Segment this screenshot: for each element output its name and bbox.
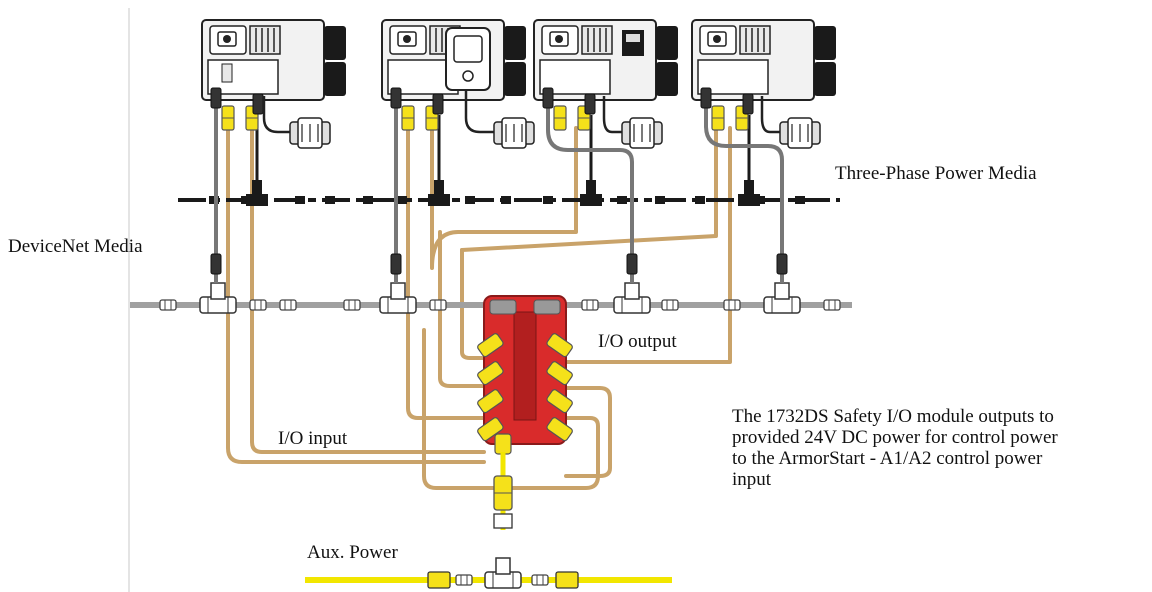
motor-2-cable xyxy=(464,90,494,134)
three-phase-power-media-label: Three-Phase Power Media xyxy=(835,163,1037,184)
safety-note-line-4: input xyxy=(732,469,772,490)
motor-2 xyxy=(493,117,535,149)
aux-power-media xyxy=(305,557,672,589)
io-output-cable-1 xyxy=(564,126,732,364)
safety-note-line-2: provided 24V DC power for control power xyxy=(732,427,1058,448)
aux-power-label: Aux. Power xyxy=(307,542,398,563)
devicenet-media-label: DeviceNet Media xyxy=(8,236,143,257)
io-output-cable-4 xyxy=(564,416,600,442)
motor-4 xyxy=(779,117,821,149)
io-cables xyxy=(226,126,732,490)
armorstart-starter-2 xyxy=(381,19,527,131)
io-output-label: I/O output xyxy=(598,331,677,352)
io-input-label: I/O input xyxy=(278,428,348,449)
io-input-cable-2 xyxy=(250,126,486,454)
motor-1-cable xyxy=(262,96,290,134)
motor-1 xyxy=(289,117,331,149)
safety-io-module xyxy=(477,295,573,455)
devicenet-drop-plugs xyxy=(210,253,788,275)
io-output-cable-3 xyxy=(564,386,612,478)
motor-3-cable xyxy=(602,96,622,134)
io-output-cable-2 xyxy=(460,126,718,252)
io-input-cable-3 xyxy=(406,126,486,420)
safety-module-note: The 1732DS Safety I/O module outputs to … xyxy=(732,406,1152,490)
io-input-cable-6 xyxy=(460,248,486,360)
io-input-cable-5 xyxy=(438,230,486,388)
safety-note-line-3: to the ArmorStart - A1/A2 control power xyxy=(732,448,1043,469)
safety-note-line-1: The 1732DS Safety I/O module outputs to xyxy=(732,406,1054,427)
armorstart-starter-3 xyxy=(533,19,679,131)
devicenet-drops xyxy=(214,100,784,283)
io-input-cable-1 xyxy=(226,126,486,464)
aux-power-drop xyxy=(493,452,513,530)
armorstart-starter-1 xyxy=(201,19,347,131)
motor-4-cable xyxy=(760,96,780,134)
three-phase-power-media xyxy=(178,180,840,206)
motor-3 xyxy=(621,117,663,149)
armorstart-starter-4 xyxy=(691,19,837,131)
